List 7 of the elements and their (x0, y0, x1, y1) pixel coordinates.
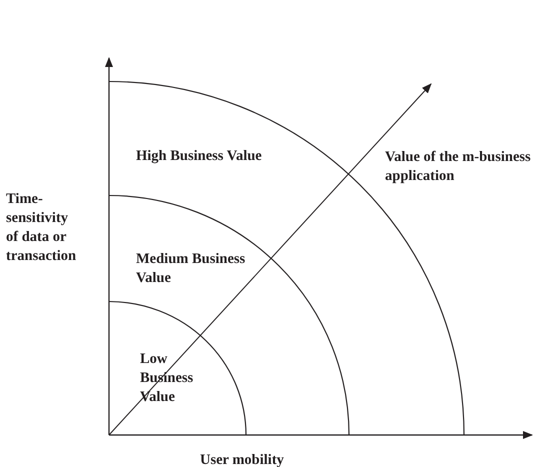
axis-label: User mobility (200, 451, 284, 467)
zone-label: High Business Value (136, 147, 263, 166)
axis-label: Time-sensitivity of data or transaction (6, 190, 78, 266)
zone-label: Medium Business Value (136, 250, 246, 288)
quarter-circle-zone (109, 195, 349, 435)
quarter-circle-zone (109, 301, 246, 435)
axis-label: Value of the m-business application (385, 148, 532, 186)
